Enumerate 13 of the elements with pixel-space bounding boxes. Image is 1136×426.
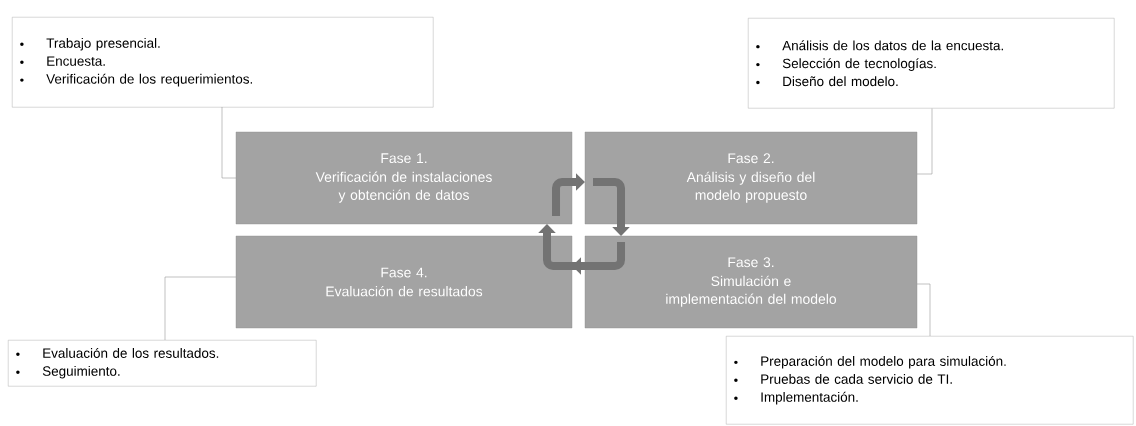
phase-box: Fase 1. Verificación de instalaciones y obtención de datos (235, 131, 573, 225)
note-box: Trabajo presencial. Encuesta. Verificación de los requerimientos. (12, 17, 434, 108)
note-box: Análisis de los datos de la encuesta. Selección de tecnologías. Diseño del modelo. (748, 18, 1115, 109)
leader-line (916, 108, 933, 175)
note-box: Preparación del modelo para simulación. Pruebas de cada servicio de TI. Implementación. (726, 336, 1134, 425)
phase-box: Fase 4. Evaluación de resultados (235, 235, 573, 329)
note-box: Evaluación de los resultados. Seguimiento. (8, 340, 317, 387)
phase-box: Fase 3. Simulación e implementación del modelo (584, 235, 918, 329)
leader-line (221, 106, 237, 179)
leader-line (916, 283, 931, 337)
phase-box: Fase 2. Análisis y diseño del modelo propuesto (584, 131, 918, 225)
curved-arrow (538, 224, 580, 270)
leader-line (164, 276, 237, 341)
